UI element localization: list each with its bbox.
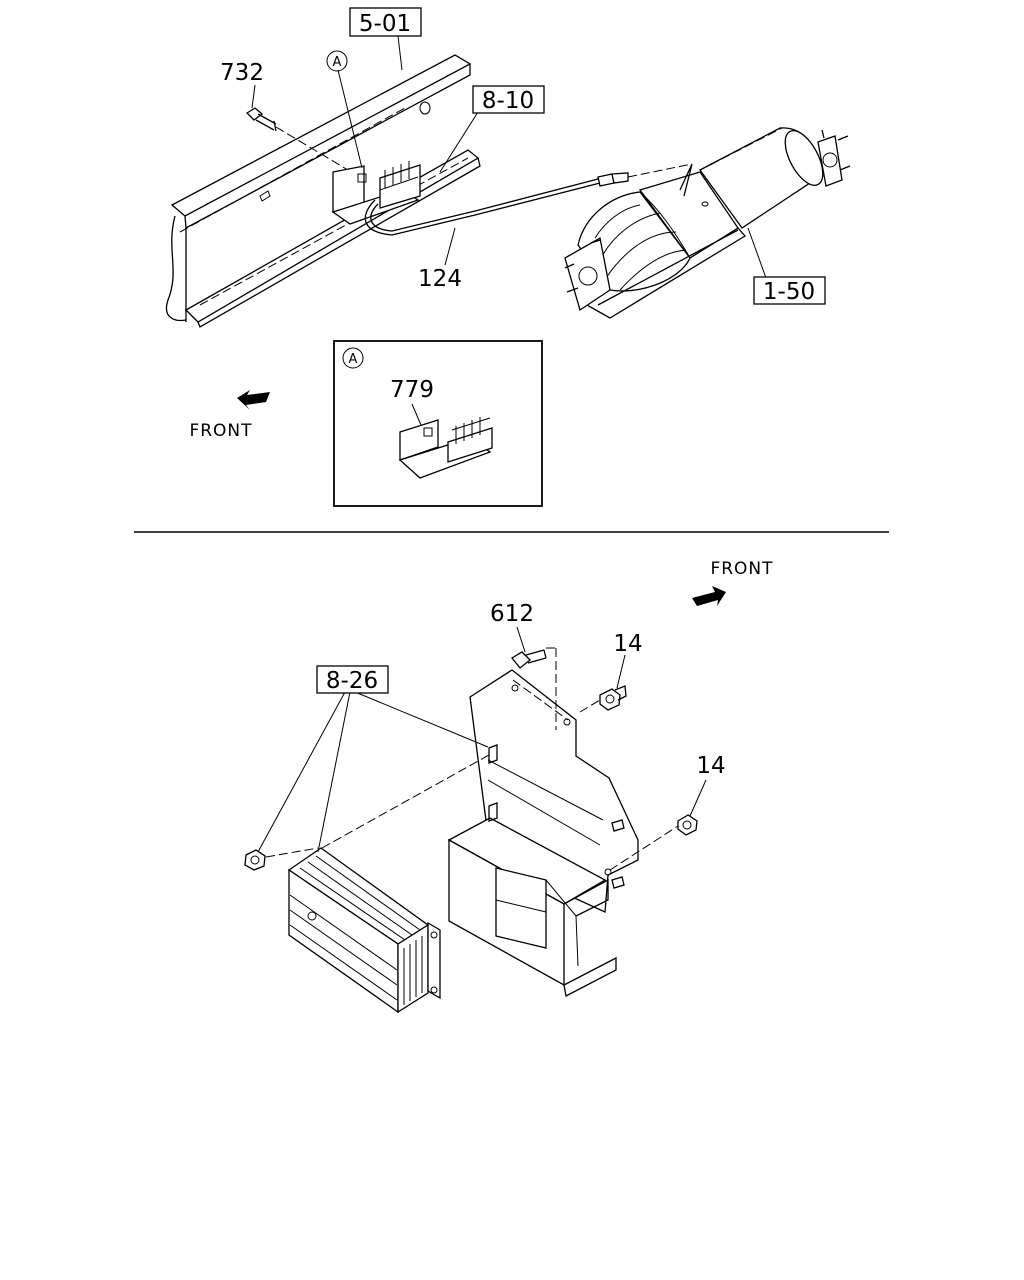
nut-left <box>244 849 266 871</box>
callout-a-top: A <box>326 50 348 72</box>
callout-8-26-text: 8-26 <box>326 668 378 694</box>
control-unit <box>287 847 441 1014</box>
bolt-612 <box>511 649 547 669</box>
nut-14-lower <box>677 814 698 836</box>
callout-732: 732 <box>220 60 264 86</box>
leader-lines-top <box>251 35 767 279</box>
sensor-cable-124 <box>364 163 693 236</box>
callout-124: 124 <box>418 266 462 292</box>
nut-14-upper <box>599 685 627 711</box>
leader-lines-bottom <box>257 626 707 853</box>
callout-a-top-text: A <box>333 55 342 70</box>
callout-1-50: 1-50 <box>753 276 826 305</box>
callout-8-10-text: 8-10 <box>482 88 534 114</box>
callout-8-10: 8-10 <box>472 85 545 114</box>
bracket-779-installed <box>331 161 421 225</box>
bolt-732 <box>245 107 359 177</box>
studs <box>488 744 498 822</box>
callout-8-26: 8-26 <box>316 665 389 694</box>
callout-5-01-text: 5-01 <box>359 11 411 37</box>
front-label-bottom: FRONT <box>710 559 773 579</box>
detail-inset-a: A 779 <box>333 340 543 507</box>
lower-bracket <box>447 817 617 997</box>
callout-5-01: 5-01 <box>349 7 422 37</box>
callout-779: 779 <box>390 377 434 403</box>
callout-1-50-text: 1-50 <box>763 279 815 305</box>
alignment-dashes <box>265 647 679 871</box>
callout-14-upper: 14 <box>613 631 642 657</box>
catalytic-converter-1-50 <box>564 127 851 319</box>
front-label-top: FRONT <box>189 421 252 441</box>
inset-a-label: A <box>349 352 358 367</box>
front-arrow-top: FRONT <box>189 390 270 441</box>
callout-612: 612 <box>490 601 534 627</box>
front-arrow-bottom: FRONT <box>692 559 773 606</box>
callout-14-lower: 14 <box>696 753 725 779</box>
